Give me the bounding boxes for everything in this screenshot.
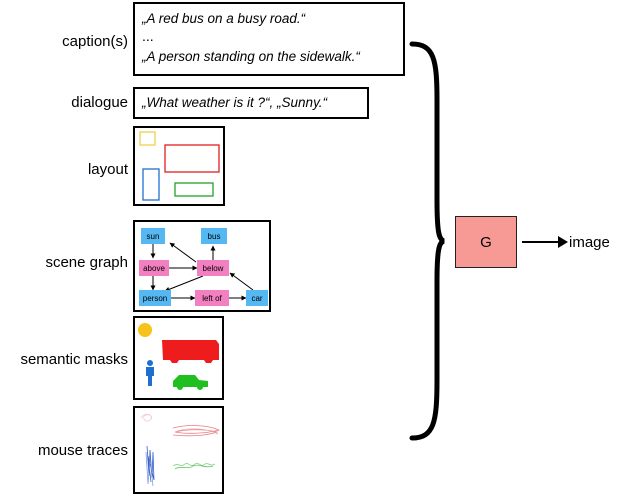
node-car	[246, 290, 268, 306]
caption-ellipsis: ...	[142, 28, 154, 44]
node-left-of-label: left of	[202, 294, 222, 303]
node-car-label: car	[251, 294, 262, 303]
layout-row-label: layout	[87, 161, 128, 178]
caption-row-label: caption(s)	[62, 33, 128, 50]
trace-bus	[172, 425, 221, 437]
dialogue-text: „What weather is it ?“, „Sunny.“	[142, 95, 328, 110]
node-below-label: below	[203, 264, 224, 273]
edge-below-sun	[169, 242, 197, 263]
scene-graph-row-label: scene graph	[45, 254, 128, 271]
mask-sun	[138, 323, 152, 337]
layout-sun-rect	[139, 131, 156, 146]
scene-graph-drawing: sun bus above below person left of car	[139, 228, 268, 306]
node-left-of	[195, 290, 229, 306]
semantic-masks-row-label: semantic masks	[20, 351, 128, 368]
trace-person-2	[145, 451, 154, 487]
layout-drawing	[139, 131, 220, 201]
node-bus	[201, 228, 227, 244]
generator-box: G	[455, 216, 517, 268]
edge-car-below	[229, 272, 254, 291]
layout-person-rect	[142, 168, 160, 201]
semantic-masks-drawing	[138, 323, 219, 390]
caption-line-2: „A person standing on the sidewalk.“	[142, 49, 360, 64]
dialogue-row-label: dialogue	[71, 94, 128, 111]
node-below	[197, 260, 229, 276]
node-sun-label: sun	[147, 232, 160, 241]
edge-below-person	[164, 275, 204, 292]
trace-bus-2	[176, 428, 219, 435]
node-person	[139, 290, 171, 306]
node-above-label: above	[143, 264, 165, 273]
captions-box: „A red bus on a busy road.“ ... „A perso…	[133, 2, 405, 76]
node-above	[139, 260, 169, 276]
mouse-traces-row-label: mouse traces	[37, 442, 128, 459]
output-arrow	[522, 236, 568, 248]
node-sun	[141, 228, 165, 244]
trace-car	[172, 462, 216, 467]
dialogue-box: „What weather is it ?“, „Sunny.“	[133, 87, 369, 119]
layout-car-rect	[174, 182, 214, 197]
output-label: image	[569, 234, 610, 251]
mouse-traces-drawing	[140, 413, 221, 487]
mask-bus	[162, 340, 219, 363]
mask-person-head	[147, 360, 153, 366]
mask-car	[173, 375, 208, 390]
layout-box	[133, 126, 225, 206]
input-brace	[409, 41, 445, 441]
trace-car-2	[174, 464, 214, 470]
caption-line-1: „A red bus on a busy road.“	[142, 11, 306, 26]
trace-sun	[140, 413, 152, 422]
node-bus-label: bus	[208, 232, 221, 241]
mask-person-body	[146, 367, 154, 386]
layout-bus-rect	[164, 144, 220, 173]
node-person-label: person	[143, 294, 167, 303]
